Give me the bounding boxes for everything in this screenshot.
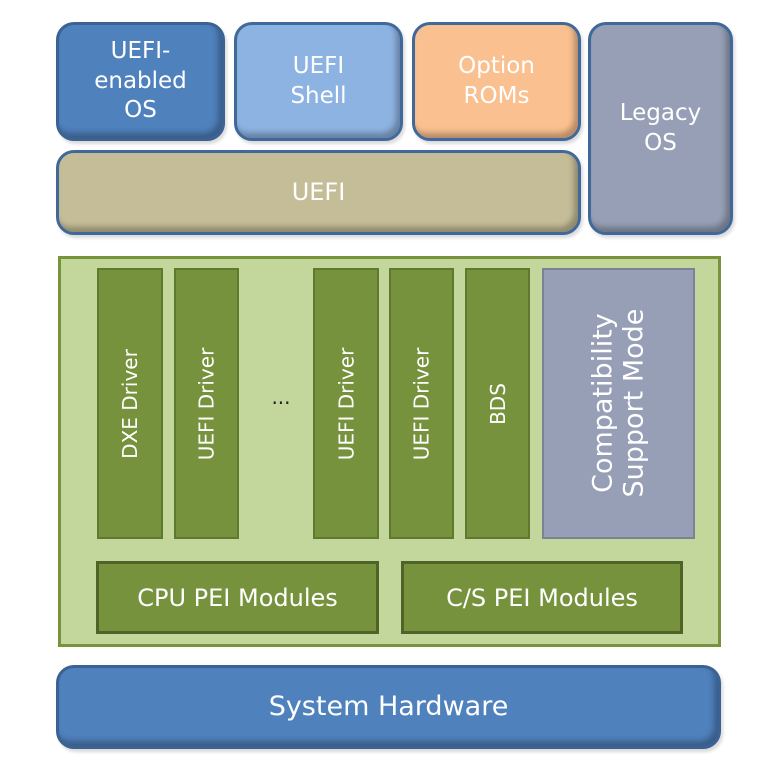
uefi-enabled-os-line: OS	[124, 97, 157, 124]
uefi-layer-block: UEFI	[56, 150, 581, 235]
compatibility-support-mode-block: Compatibility Support Mode	[542, 268, 695, 539]
more-drivers-ellipsis: ...	[271, 385, 291, 409]
uefi-layer-label: UEFI	[291, 177, 346, 206]
option-roms-block: Option ROMs	[412, 22, 581, 141]
csm-label-line: Support Mode	[618, 309, 650, 498]
uefi-shell-line: Shell	[290, 82, 347, 109]
cs-pei-modules-label: C/S PEI Modules	[446, 583, 638, 612]
option-roms-line: ROMs	[463, 82, 530, 109]
csm-label-line: Compatibility	[587, 313, 619, 494]
uefi-shell-line: UEFI	[292, 52, 345, 79]
legacy-os-block: Legacy OS	[588, 22, 733, 235]
legacy-os-line: OS	[644, 129, 677, 156]
uefi-enabled-os-line: UEFI-	[110, 37, 171, 64]
cpu-pei-modules-label: CPU PEI Modules	[137, 583, 338, 612]
uefi-driver-block: UEFI Driver	[313, 268, 379, 539]
dxe-driver-label: DXE Driver	[118, 348, 143, 459]
bds-block: BDS	[465, 268, 530, 539]
uefi-driver-block: UEFI Driver	[389, 268, 454, 539]
system-hardware-label: System Hardware	[268, 691, 509, 723]
uefi-enabled-os-block: UEFI- enabled OS	[56, 22, 225, 141]
uefi-driver-label: UEFI Driver	[194, 347, 219, 460]
dxe-driver-block: DXE Driver	[97, 268, 163, 539]
bds-label: BDS	[485, 382, 510, 425]
legacy-os-line: Legacy	[619, 99, 702, 126]
uefi-enabled-os-line: enabled	[94, 67, 187, 94]
option-roms-line: Option	[458, 52, 535, 79]
uefi-shell-block: UEFI Shell	[234, 22, 403, 141]
uefi-driver-block: UEFI Driver	[174, 268, 239, 539]
system-hardware-block: System Hardware	[56, 665, 721, 749]
cpu-pei-modules-block: CPU PEI Modules	[96, 561, 379, 634]
uefi-driver-label: UEFI Driver	[409, 347, 434, 460]
cs-pei-modules-block: C/S PEI Modules	[401, 561, 683, 634]
uefi-driver-label: UEFI Driver	[334, 347, 359, 460]
